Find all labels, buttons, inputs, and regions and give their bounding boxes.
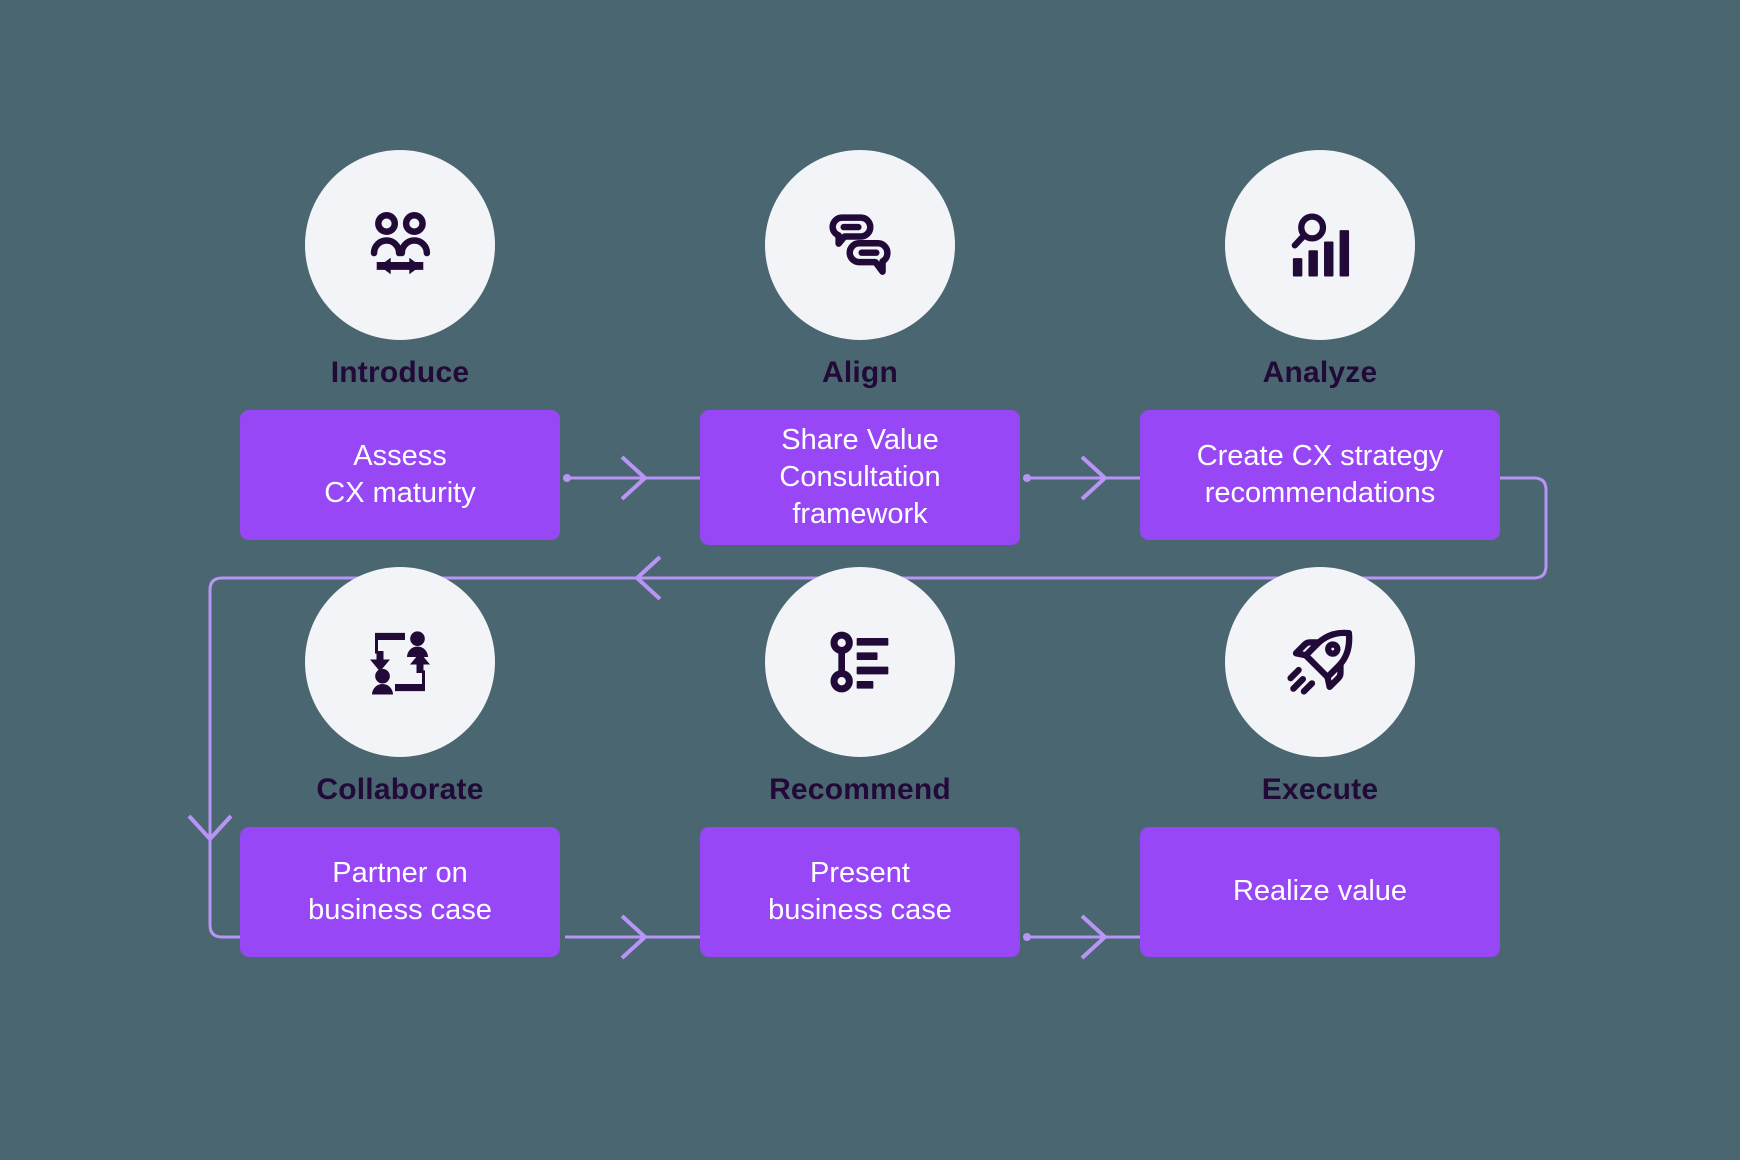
stage-icon-circle-collaborate	[305, 567, 495, 757]
stage-icon-circle-recommend	[765, 567, 955, 757]
stage-icon-circle-execute	[1225, 567, 1415, 757]
stage-label-introduce: Introduce	[330, 356, 470, 389]
stage-card-analyze[interactable]: Create CX strategy recommendations	[1140, 410, 1500, 540]
stage-icon-circle-analyze	[1225, 150, 1415, 340]
stage-card-introduce[interactable]: Assess CX maturity	[240, 410, 560, 540]
stage-analyze[interactable]: Analyze Create CX strategy recommendatio…	[1090, 150, 1550, 540]
stage-collaborate[interactable]: Collaborate Partner on business case	[170, 567, 630, 957]
magnifier-bar-chart-icon	[1291, 213, 1350, 277]
stage-card-align[interactable]: Share Value Consultation framework	[700, 410, 1020, 546]
stage-card-collaborate[interactable]: Partner on business case	[240, 827, 560, 957]
stage-execute[interactable]: Execute Realize value	[1090, 567, 1550, 957]
stage-card-text-collaborate: Partner on business case	[308, 856, 492, 926]
stage-label-execute: Execute	[1261, 773, 1379, 806]
stage-align[interactable]: Align Share Value Consultation framework	[630, 150, 1090, 546]
rocket-icon	[1287, 629, 1353, 695]
stage-card-text-execute: Realize value	[1232, 875, 1408, 908]
stage-icon-circle-align	[765, 150, 955, 340]
stage-card-execute[interactable]: Realize value	[1140, 827, 1500, 957]
speech-bubbles-icon	[829, 214, 891, 275]
stage-label-analyze: Analyze	[1262, 356, 1378, 389]
stage-card-recommend[interactable]: Present business case	[700, 827, 1020, 957]
stage-card-text-analyze: Create CX strategy recommendations	[1196, 439, 1444, 509]
connector-align-to-analyze	[1023, 455, 1160, 501]
stage-card-text-recommend: Present business case	[768, 856, 952, 926]
stage-label-align: Align	[822, 356, 898, 389]
timeline-list-icon	[830, 631, 889, 693]
stage-label-recommend: Recommend	[769, 773, 951, 806]
stage-label-collaborate: Collaborate	[316, 773, 484, 806]
stage-card-text-align: Share Value Consultation framework	[779, 424, 941, 531]
stage-introduce[interactable]: Introduce Assess CX maturity	[170, 150, 630, 540]
stage-icon-circle-introduce	[305, 150, 495, 340]
stage-card-text-introduce: Assess CX maturity	[324, 439, 476, 509]
people-cycle-arrows-icon	[370, 631, 430, 695]
connector-introduce-to-align	[563, 455, 700, 501]
stage-recommend[interactable]: Recommend Present business case	[630, 567, 1090, 957]
connector-collaborate-to-recommend	[565, 914, 700, 960]
two-people-exchange-icon	[370, 212, 431, 275]
